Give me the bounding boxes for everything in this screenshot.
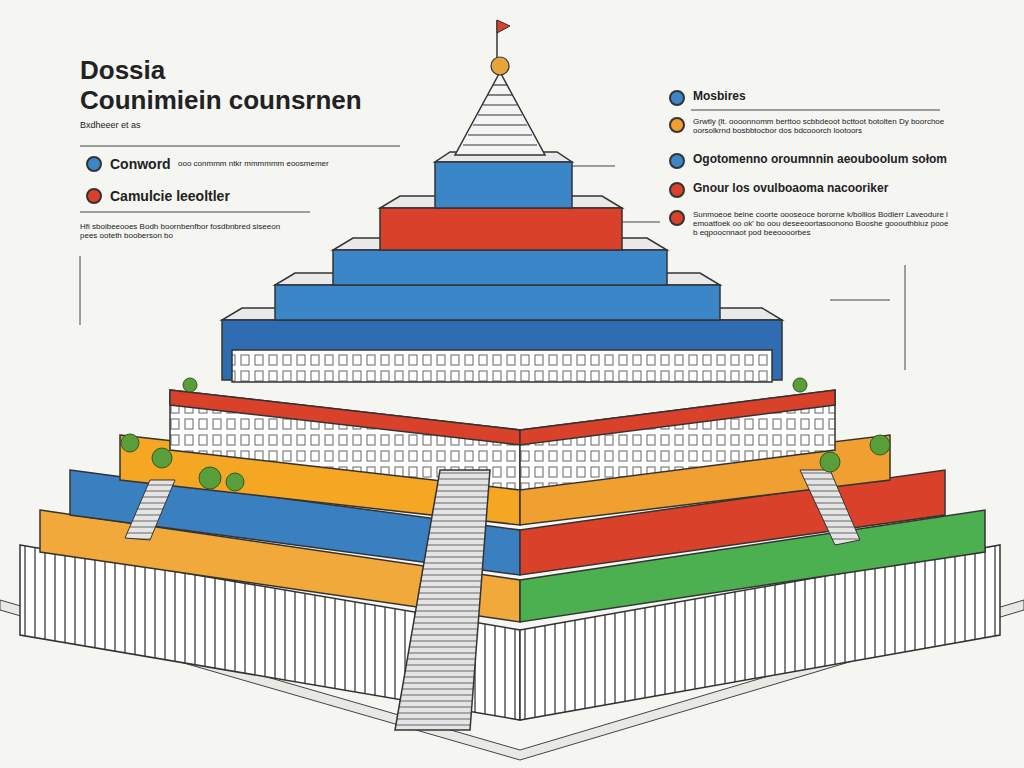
legend-item: Grwtly (lt. oooonnomm berttoo scbbdeoot … <box>669 117 953 135</box>
legend-item: Gnour los ovulboaoma nacooriker <box>669 182 993 198</box>
legend-text: Gnour los ovulboaoma nacooriker <box>693 182 993 196</box>
legend-text: Ogotomenno oroumnnin aeouboolum sołom <box>693 153 993 167</box>
legend-swatch <box>86 156 102 172</box>
legend-swatch <box>669 153 685 169</box>
legend-item: Mosbires <box>669 90 933 106</box>
trees <box>121 378 890 491</box>
legend-swatch <box>669 90 685 106</box>
legend-item: Camulcie leeoltler <box>86 188 350 204</box>
legend-swatch <box>86 188 102 204</box>
note-text: ooo conmmm ntkr mmmmmm eoosmemer <box>178 159 398 168</box>
staircase <box>395 470 490 730</box>
title: Dossia <box>80 56 165 86</box>
legend-item: Conword <box>86 156 195 172</box>
terraces <box>20 390 1000 720</box>
legend-item: Ogotomenno oroumnnin aeouboolum sołom <box>669 153 993 169</box>
staircase <box>125 480 175 540</box>
legend-text: Conword <box>110 156 195 172</box>
note-text: Hfi sboibeeooes Bodh boornbenfbor fosdbn… <box>80 222 295 240</box>
legend-swatch <box>669 117 685 133</box>
legend-text: Grwtly (lt. oooonnomm berttoo scbbdeoot … <box>693 117 953 135</box>
legend-text: Sunmoeoe beine coorte oooseoce bororne k… <box>693 210 953 238</box>
legend-text: Mosbires <box>693 90 933 104</box>
staircase <box>800 470 860 545</box>
legend-swatch <box>669 182 685 198</box>
legend-item: Sunmoeoe beine coorte oooseoce bororne k… <box>669 210 953 238</box>
spire <box>455 20 545 155</box>
legend-text: Camulcie leeoltler <box>110 188 350 204</box>
title-line: Counimiein counsrnen <box>80 86 362 116</box>
subtitle: Bxdheeer et as <box>80 120 141 130</box>
legend-swatch <box>669 210 685 226</box>
